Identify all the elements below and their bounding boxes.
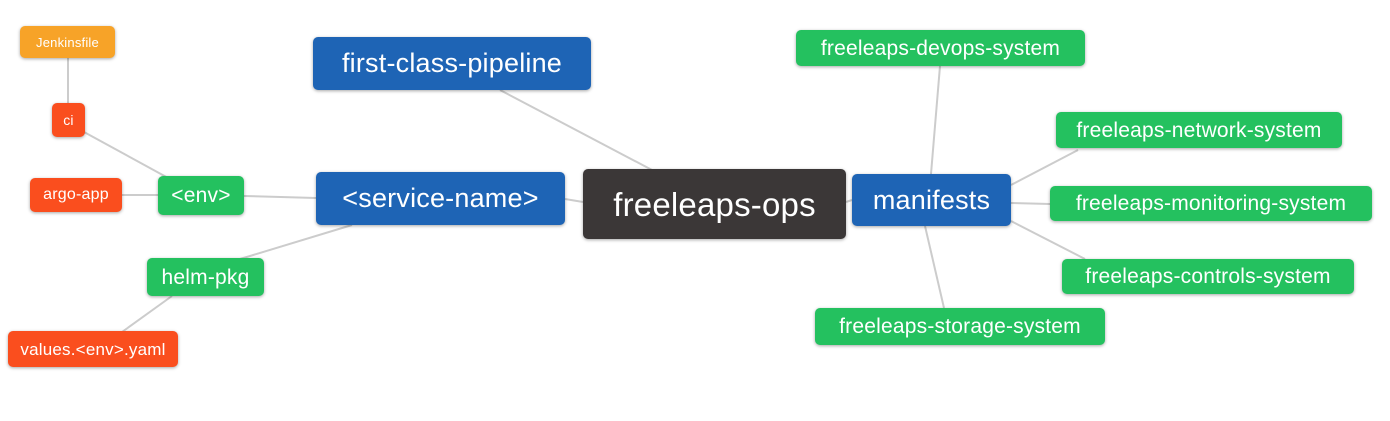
edge-service-name-freeleaps-ops <box>564 198 584 203</box>
node-first-class-pipeline[interactable]: first-class-pipeline <box>313 37 591 90</box>
node-monitoring-system[interactable]: freeleaps-monitoring-system <box>1050 186 1372 221</box>
node-manifests[interactable]: manifests <box>852 174 1011 226</box>
node-storage-system[interactable]: freeleaps-storage-system <box>815 308 1105 345</box>
edge-env-service-name <box>243 195 317 199</box>
edge-manifests-devops-system <box>930 65 941 175</box>
node-jenkinsfile[interactable]: Jenkinsfile <box>20 26 115 58</box>
node-env[interactable]: <env> <box>158 176 244 215</box>
node-freeleaps-ops[interactable]: freeleaps-ops <box>583 169 846 239</box>
node-devops-system[interactable]: freeleaps-devops-system <box>796 30 1085 66</box>
node-controls-system[interactable]: freeleaps-controls-system <box>1062 259 1354 294</box>
edge-manifests-network-system <box>1010 149 1079 186</box>
node-ci[interactable]: ci <box>52 103 85 137</box>
node-argo-app[interactable]: argo-app <box>30 178 122 212</box>
edge-ci-env <box>83 131 171 180</box>
edge-helm-pkg-values-env-yaml <box>121 295 173 333</box>
node-service-name[interactable]: <service-name> <box>316 172 565 225</box>
edge-manifests-storage-system <box>924 225 945 309</box>
edge-manifests-monitoring-system <box>1010 202 1051 205</box>
edge-manifests-controls-system <box>1010 220 1086 260</box>
node-values-env-yaml[interactable]: values.<env>.yaml <box>8 331 178 367</box>
node-helm-pkg[interactable]: helm-pkg <box>147 258 264 296</box>
edge-freeleaps-ops-manifests <box>845 199 853 203</box>
edge-service-name-helm-pkg <box>239 224 353 260</box>
edge-first-class-pipeline-freeleaps-ops <box>499 89 653 171</box>
node-network-system[interactable]: freeleaps-network-system <box>1056 112 1342 148</box>
